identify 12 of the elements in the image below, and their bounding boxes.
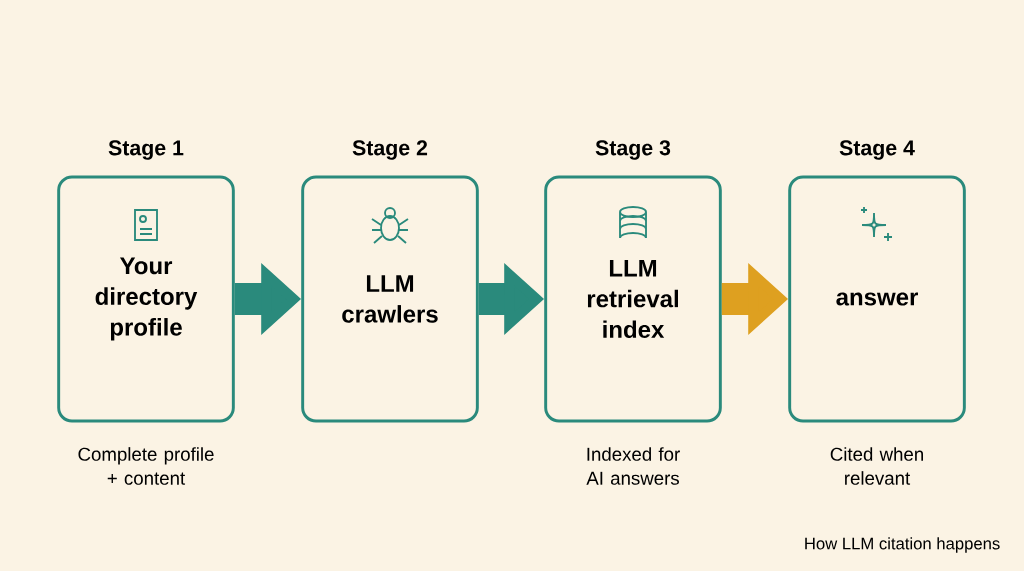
stage-box: answer — [788, 175, 966, 423]
caption: How LLM citation happens — [805, 537, 1000, 553]
stage-box: LLM crawlers — [301, 175, 479, 423]
stage-box: Your directory profile — [57, 175, 235, 423]
caption-text: Indexed for AI answers — [586, 447, 680, 485]
stage-heading: Stage 2 — [352, 140, 428, 160]
stage-box: LLM retrieval index — [544, 175, 722, 423]
caption-text: Complete profile + content — [78, 447, 214, 485]
caption-text: Cited when relevant — [830, 447, 923, 485]
stage-heading: Stage 3 — [595, 140, 671, 160]
stage-heading: Stage 1 — [108, 140, 184, 160]
stage-heading: Stage 4 — [839, 140, 915, 160]
